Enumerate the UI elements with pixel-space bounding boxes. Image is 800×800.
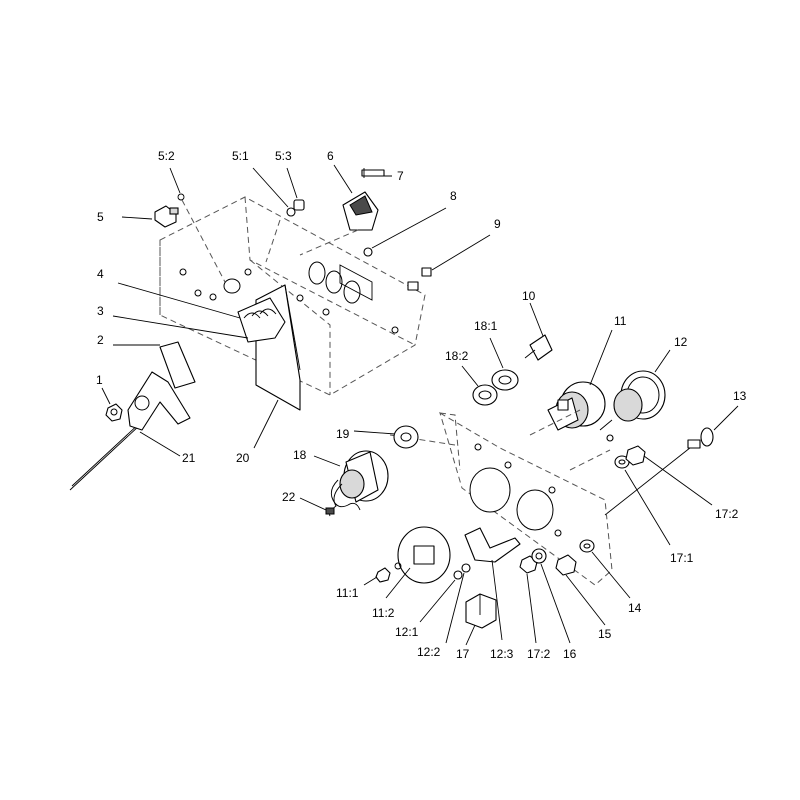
part-18-2-washer bbox=[461, 365, 498, 406]
part-11-hour-meter bbox=[547, 329, 613, 431]
part-18-1-nut bbox=[489, 337, 519, 391]
part-22-wire-harness bbox=[299, 479, 361, 517]
callout-18-1: 18:1 bbox=[474, 319, 498, 333]
callout-5: 5 bbox=[97, 210, 104, 224]
part-5-3-bushing bbox=[265, 167, 305, 263]
callout-12-2: 12:2 bbox=[417, 645, 441, 659]
callout-10: 10 bbox=[522, 289, 536, 303]
part-6-throttle-knob bbox=[333, 164, 379, 231]
part-13-choke-cable bbox=[604, 405, 739, 516]
callout-12-3: 12:3 bbox=[490, 647, 514, 661]
callout-4: 4 bbox=[97, 267, 104, 281]
part-14-spacer bbox=[579, 539, 631, 599]
part-4-switch bbox=[112, 282, 286, 343]
part-11-1-nut bbox=[363, 567, 391, 586]
callout-18: 18 bbox=[293, 448, 307, 462]
part-12-gauge bbox=[599, 349, 671, 442]
part-15-nut bbox=[555, 554, 606, 626]
callout-14: 14 bbox=[628, 601, 642, 615]
part-12-2-nut bbox=[445, 563, 471, 644]
part-16-washer bbox=[531, 548, 571, 644]
part-12-3-bracket bbox=[464, 527, 521, 641]
part-7-screw bbox=[299, 168, 392, 256]
callout-12-1: 12:1 bbox=[395, 625, 419, 639]
part-10-connector bbox=[524, 302, 553, 361]
part-5-2-clip bbox=[169, 167, 226, 283]
part-1-nut bbox=[101, 387, 123, 422]
callout-17-1: 17:1 bbox=[670, 551, 694, 565]
part-11-2-bezel bbox=[385, 526, 451, 599]
callout-17-2-upper: 17:2 bbox=[715, 507, 739, 521]
part-21-lever-rod bbox=[69, 371, 191, 491]
callout-3: 3 bbox=[97, 304, 104, 318]
part-19-washer bbox=[353, 425, 419, 449]
callout-13: 13 bbox=[733, 389, 747, 403]
callout-9: 9 bbox=[494, 217, 501, 231]
control-bracket bbox=[159, 196, 426, 396]
part-17-2-nut-upper bbox=[625, 445, 713, 506]
part-2-bracket bbox=[113, 341, 196, 389]
callout-12: 12 bbox=[674, 335, 688, 349]
callout-7: 7 bbox=[397, 169, 404, 183]
callout-19: 19 bbox=[336, 427, 350, 441]
callout-18-2: 18:2 bbox=[445, 349, 469, 363]
callout-17-2-lower: 17:2 bbox=[527, 647, 551, 661]
part-17-block bbox=[465, 593, 497, 646]
part-17-2-nut-lower bbox=[519, 555, 538, 644]
callout-5-1: 5:1 bbox=[232, 149, 249, 163]
part-12-1-washer bbox=[419, 570, 463, 623]
callout-22: 22 bbox=[282, 490, 296, 504]
part-17-1-washer bbox=[614, 455, 671, 546]
callout-20: 20 bbox=[236, 451, 250, 465]
callout-1: 1 bbox=[96, 373, 103, 387]
part-8-nut bbox=[363, 207, 447, 257]
callout-11-1: 11:1 bbox=[336, 586, 359, 600]
part-5-knob bbox=[121, 205, 179, 228]
callout-11: 11 bbox=[614, 314, 627, 328]
callout-8: 8 bbox=[450, 189, 457, 203]
callout-2: 2 bbox=[97, 333, 104, 347]
callout-5-2: 5:2 bbox=[158, 149, 175, 163]
callout-labels: 1 2 3 4 5 5:2 5:1 5:3 6 7 8 9 10 18:1 11… bbox=[96, 149, 747, 661]
callout-5-3: 5:3 bbox=[275, 149, 292, 163]
callout-21: 21 bbox=[182, 451, 196, 465]
part-5-1-washer bbox=[252, 167, 296, 217]
callout-11-2: 11:2 bbox=[372, 606, 395, 620]
callout-17: 17 bbox=[456, 647, 470, 661]
callout-6: 6 bbox=[327, 149, 334, 163]
callout-15: 15 bbox=[598, 627, 612, 641]
part-18-ignition-switch bbox=[313, 450, 389, 503]
part-9-fitting bbox=[407, 234, 491, 291]
callout-16: 16 bbox=[563, 647, 577, 661]
